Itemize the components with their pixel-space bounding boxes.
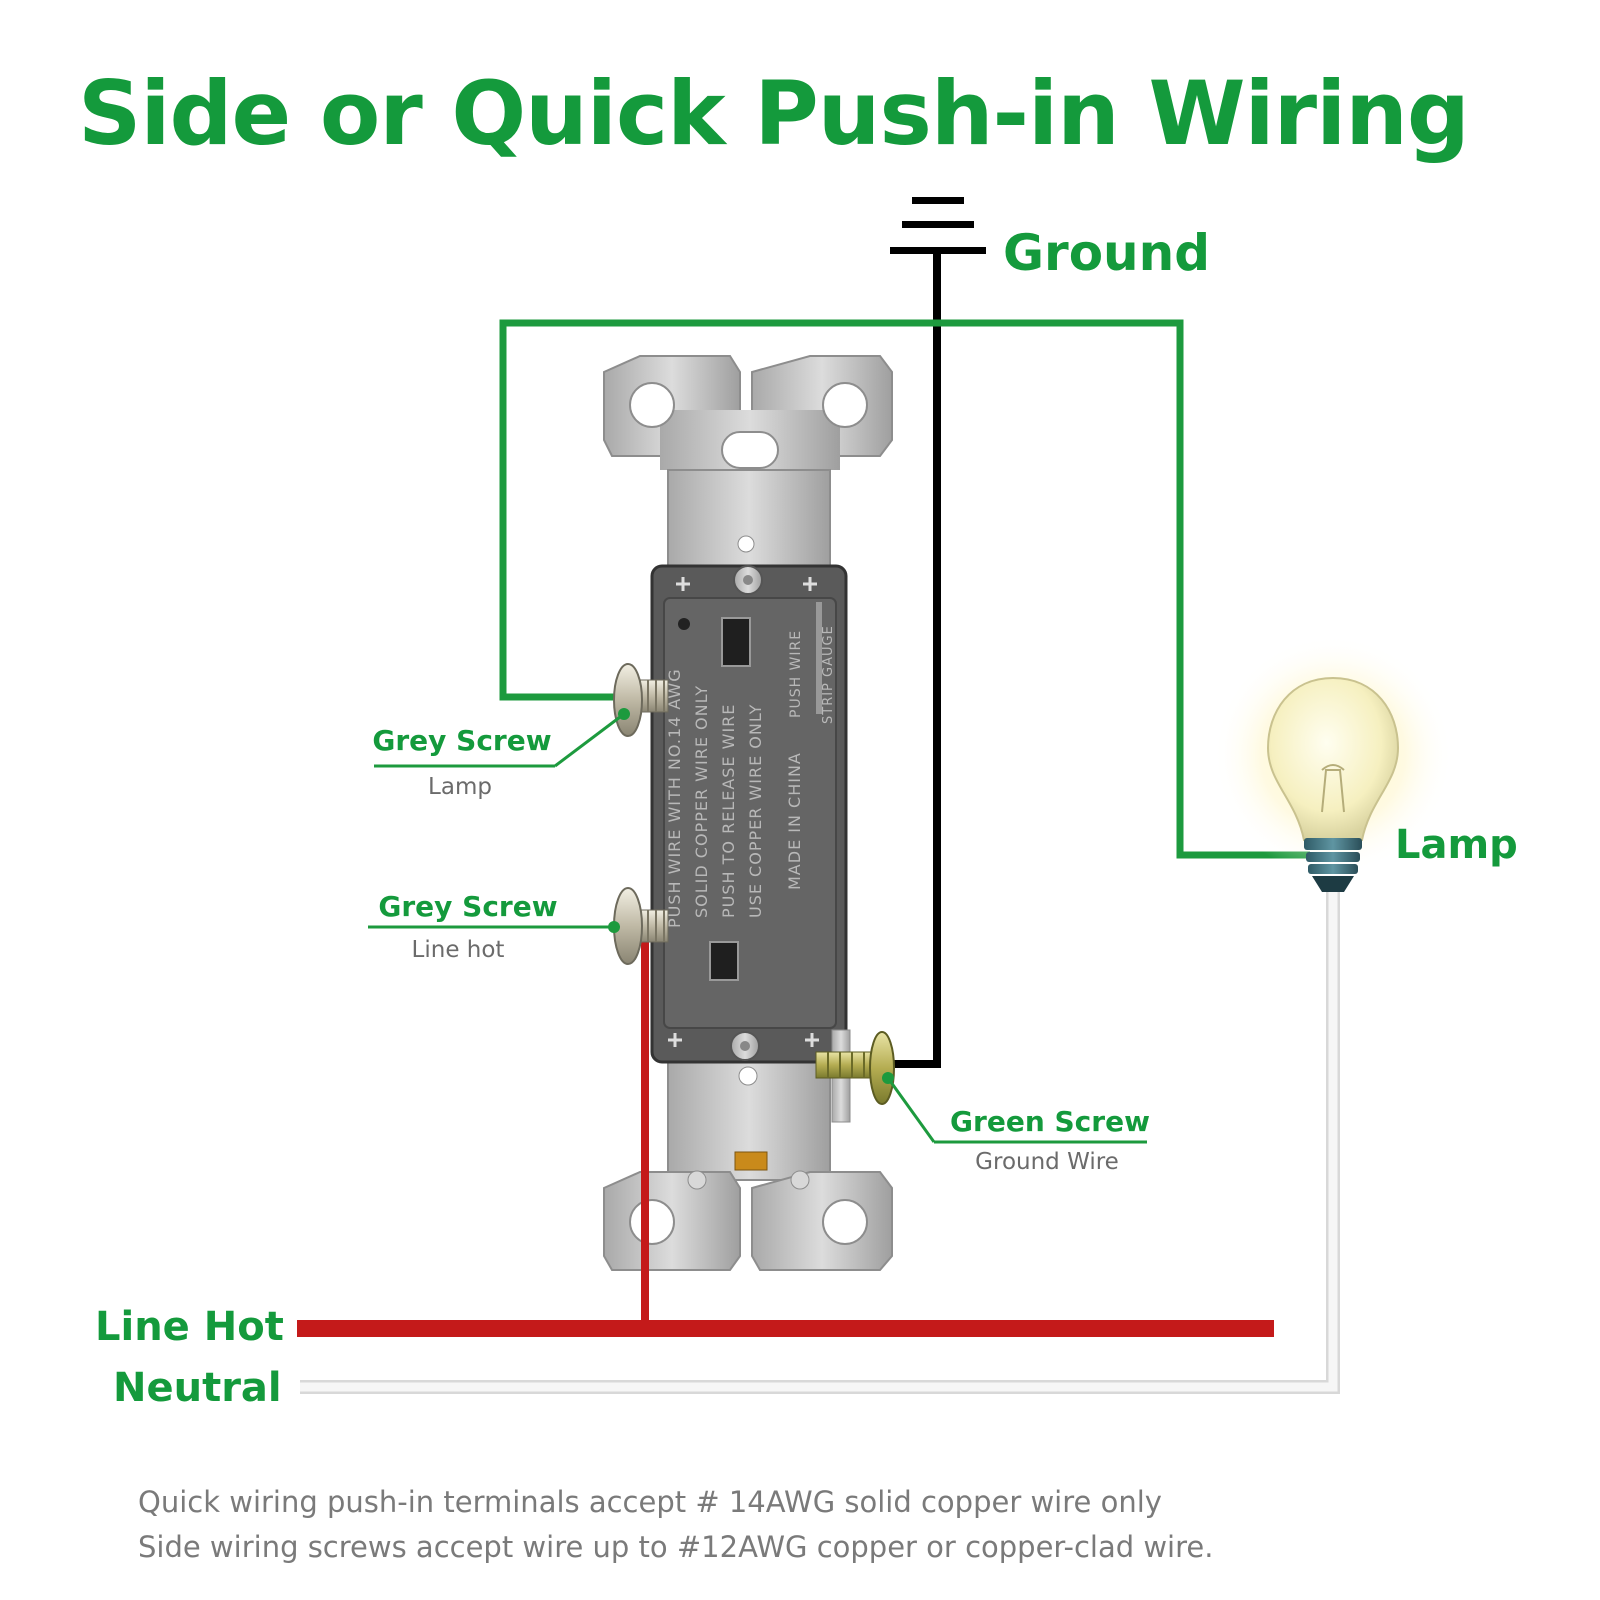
body-text-5: MADE IN CHINA <box>785 752 804 890</box>
green-screw <box>815 1029 895 1123</box>
neutral-wire <box>300 890 1338 1392</box>
mounting-strap <box>603 355 893 1271</box>
lamp-bulb-icon <box>1213 635 1453 892</box>
line-hot-label: Line Hot <box>95 1304 284 1350</box>
grey-screw-top-label: Grey Screw <box>372 724 551 757</box>
lamp-label: Lamp <box>1395 822 1518 868</box>
callout-grey-screw-top: Grey Screw Lamp <box>372 708 630 800</box>
ground-symbol <box>890 197 986 254</box>
body-text-4: USE COPPER WIRE ONLY <box>746 704 765 918</box>
ground-label: Ground <box>1003 224 1210 282</box>
grey-screw-bottom-sublabel: Line hot <box>412 937 505 963</box>
page-title: Side or Quick Push-in Wiring <box>78 62 1470 165</box>
footer-line-2: Side wiring screws accept wire up to #12… <box>138 1530 1214 1564</box>
side-text-2: STRIP GAUGE <box>821 625 836 724</box>
body-text-1: PUSH WIRE WITH NO.14 AWG <box>665 668 684 928</box>
body-text-3: PUSH TO RELEASE WIRE <box>719 704 738 918</box>
footer-line-1: Quick wiring push-in terminals accept # … <box>138 1485 1162 1519</box>
footer-note: Quick wiring push-in terminals accept # … <box>138 1480 1213 1570</box>
green-screw-label: Green Screw <box>950 1105 1150 1138</box>
callout-grey-screw-bottom: Grey Screw Line hot <box>368 890 620 963</box>
neutral-label: Neutral <box>113 1365 282 1411</box>
side-text-1: PUSH WIRE <box>788 630 804 718</box>
grey-screw-bottom <box>613 887 669 965</box>
switch-body: PUSH WIRE WITH NO.14 AWG SOLID COPPER WI… <box>650 564 848 1064</box>
grey-screw-top-sublabel: Lamp <box>428 774 492 800</box>
line-hot-wire <box>297 1320 1274 1337</box>
lamp-wire <box>499 319 1310 859</box>
callout-green-screw: Green Screw Ground Wire <box>882 1072 1150 1175</box>
green-screw-sublabel: Ground Wire <box>975 1149 1119 1175</box>
body-text-2: SOLID COPPER WIRE ONLY <box>692 685 711 918</box>
grey-screw-bottom-label: Grey Screw <box>378 890 557 923</box>
